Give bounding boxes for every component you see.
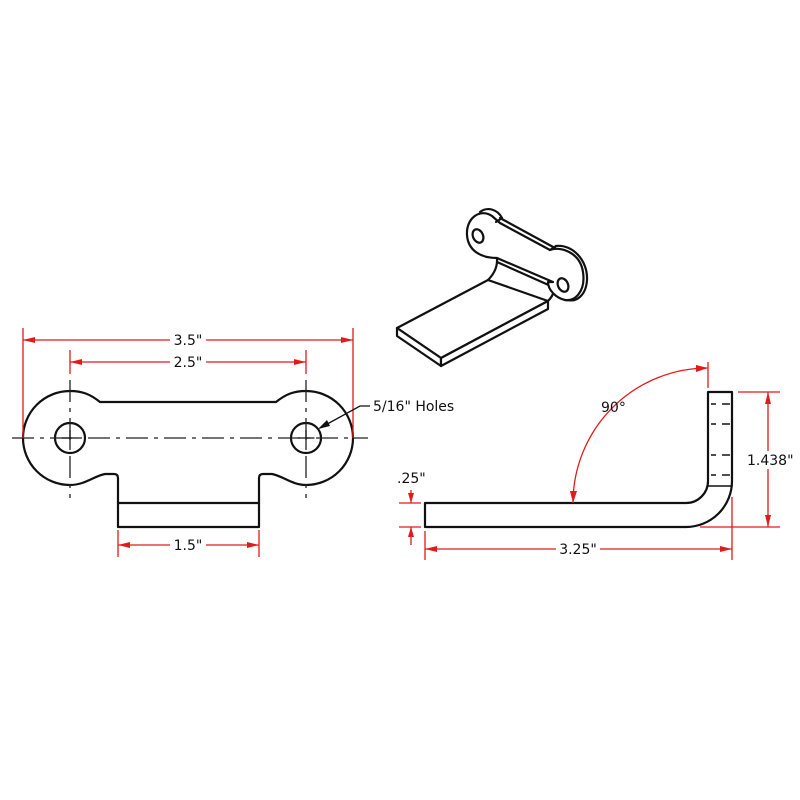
iso-ear-left-step — [494, 216, 504, 224]
dim-overall-width: 3.5" — [22, 328, 354, 438]
iso-ear-right-step — [548, 244, 558, 252]
dim-label-1-5: 1.5" — [174, 538, 203, 554]
dim-label-1438: 1.438" — [747, 453, 794, 469]
dim-label-90: 90° — [601, 400, 626, 416]
iso-bend-line — [495, 260, 555, 289]
dim-height: 1.438" — [700, 391, 794, 528]
side-view: 90° .25" 3.25" — [397, 362, 794, 560]
front-outline — [21, 389, 355, 529]
iso-ear-right-edge — [554, 244, 589, 302]
iso-hole-right — [556, 277, 570, 293]
dim-length: 3.25" — [424, 497, 733, 560]
dim-hole-spacing: 2.5" — [69, 350, 307, 374]
iso-bend-inner — [486, 256, 499, 282]
dim-label-2-5: 2.5" — [174, 355, 203, 371]
dim-angle: 90° — [570, 362, 709, 504]
dim-thickness: .25" — [397, 471, 426, 545]
isometric-view — [395, 208, 589, 368]
iso-hole-left — [471, 228, 485, 244]
side-outline — [423, 390, 734, 529]
iso-plate-side-edge — [439, 299, 550, 368]
dim-label-025: .25" — [397, 471, 426, 487]
iso-ear-left-edge — [478, 208, 504, 220]
dim-label-325: 3.25" — [559, 542, 597, 558]
iso-leaf-top-edge — [498, 216, 557, 250]
front-view: 3.5" 2.5" 1.5" 5/16" Holes — [12, 328, 454, 557]
iso-leaf-face — [465, 212, 585, 302]
hole-callout: 5/16" Holes — [318, 399, 454, 429]
dim-tab-width: 1.5" — [117, 530, 260, 557]
dim-label-3-5: 3.5" — [174, 333, 203, 349]
hole-callout-label: 5/16" Holes — [373, 399, 454, 415]
